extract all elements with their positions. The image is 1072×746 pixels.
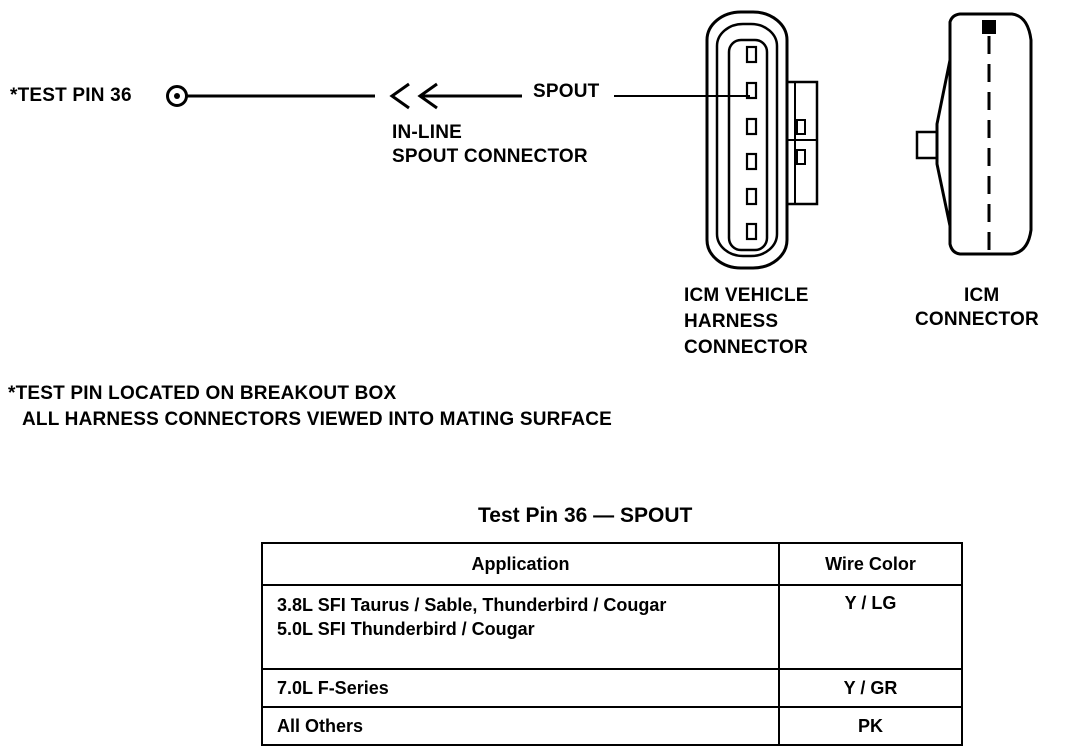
row-application: All Others — [261, 706, 780, 746]
table-title: Test Pin 36 — SPOUT — [478, 504, 693, 527]
icm-connector-label-line1: ICM — [964, 285, 1000, 306]
icm-harness-label-line1: ICM VEHICLE — [684, 285, 809, 306]
table-row: 7.0L F-Series Y / GR — [261, 668, 963, 708]
table-row: 3.8L SFI Taurus / Sable, Thunderbird / C… — [261, 584, 963, 670]
table-header-row: Application Wire Color — [261, 542, 963, 586]
note-mating-surface: ALL HARNESS CONNECTORS VIEWED INTO MATIN… — [22, 409, 613, 430]
application-line: 3.8L SFI Taurus / Sable, Thunderbird / C… — [277, 595, 667, 615]
wire-color-table: Application Wire Color 3.8L SFI Taurus /… — [261, 542, 963, 746]
row-wire-color: Y / LG — [778, 584, 963, 670]
spout-label: SPOUT — [530, 80, 603, 104]
header-application: Application — [261, 542, 780, 586]
icm-harness-connector-shape — [705, 10, 819, 270]
row-wire-color: PK — [778, 706, 963, 746]
application-line: 5.0L SFI Thunderbird / Cougar — [277, 619, 535, 639]
row-application: 7.0L F-Series — [261, 668, 780, 708]
wiring-diagram — [166, 10, 1033, 270]
icm-harness-label-line3: CONNECTOR — [684, 337, 808, 358]
icm-harness-label-line2: HARNESS — [684, 311, 779, 332]
inline-connector-label-line1: IN-LINE — [392, 122, 463, 143]
row-wire-color: Y / GR — [778, 668, 963, 708]
inline-connector-label-line2: SPOUT CONNECTOR — [392, 146, 588, 167]
note-test-pin-location: *TEST PIN LOCATED ON BREAKOUT BOX — [8, 383, 397, 404]
table-row: All Others PK — [261, 706, 963, 746]
icm-connector-label-line2: CONNECTOR — [915, 309, 1039, 330]
icm-connector-shape — [915, 12, 1033, 256]
row-application: 3.8L SFI Taurus / Sable, Thunderbird / C… — [261, 584, 780, 670]
header-wire-color: Wire Color — [778, 542, 963, 586]
test-pin-label: *TEST PIN 36 — [10, 85, 132, 106]
test-pin-symbol — [166, 85, 188, 107]
